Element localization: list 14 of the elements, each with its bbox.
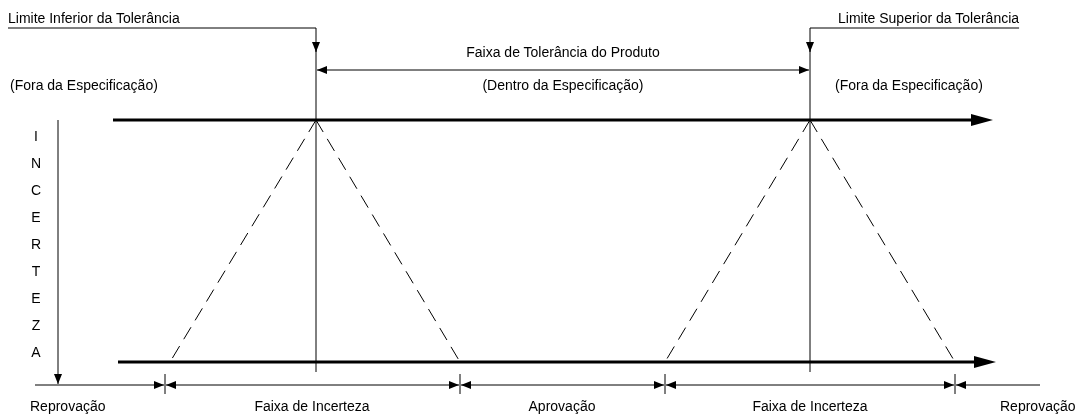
dimension-label: Aprovação <box>528 398 596 414</box>
region-label: (Fora da Especificação) <box>10 77 158 93</box>
leader-line <box>7 27 320 53</box>
region-label: (Fora da Especificação) <box>835 77 983 93</box>
dimension-label: Faixa de Tolerância do Produto <box>466 44 660 60</box>
limit-label: Limite Inferior da Tolerância <box>8 10 180 26</box>
dimension-label: Reprovação <box>1000 398 1076 414</box>
axis-label: INCERTEZA <box>28 128 44 371</box>
dimension-label: Faixa de Incerteza <box>254 398 370 414</box>
dimension-label: Faixa de Incerteza <box>752 398 868 414</box>
leader-line <box>806 27 1020 53</box>
region-label: (Dentro da Especificação) <box>482 77 644 93</box>
limit-label: Limite Superior da Tolerância <box>838 10 1020 26</box>
dimension-label: Reprovação <box>30 398 106 414</box>
